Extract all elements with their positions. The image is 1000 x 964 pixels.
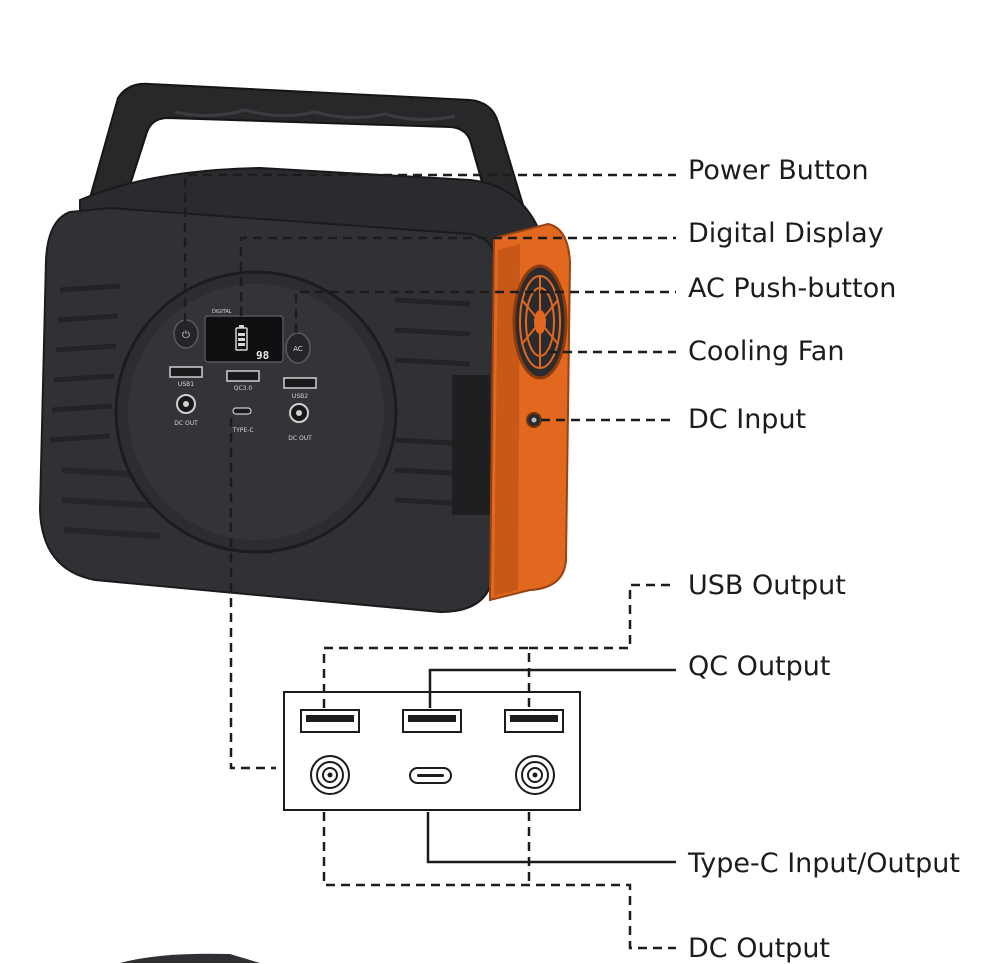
leader-qc-output bbox=[428, 668, 676, 708]
usb-port-right bbox=[504, 709, 564, 733]
leader-dc-output bbox=[322, 812, 676, 950]
leader-digital-display bbox=[239, 236, 676, 316]
type-c-port bbox=[409, 767, 452, 784]
body-usb-ports: USB1 QC3.0 USB2 bbox=[169, 366, 317, 400]
port-detail-box bbox=[283, 691, 581, 811]
type-c-label: TYPE-C bbox=[231, 427, 253, 434]
front-panel: ⏻ DIGITAL 98 AC USB1 QC3.0 bbox=[169, 309, 317, 442]
leader-body-to-box bbox=[229, 418, 276, 770]
display-tag: DIGITAL bbox=[212, 309, 232, 315]
label-dc-output: DC Output bbox=[688, 933, 831, 964]
cropped-product-edge bbox=[120, 953, 260, 963]
label-power-button: Power Button bbox=[688, 155, 869, 186]
leader-type-c bbox=[426, 812, 676, 864]
dc-port-left bbox=[310, 755, 350, 795]
dc-out-left-label: DC OUT bbox=[174, 420, 198, 427]
lcd-reading: 98 bbox=[256, 349, 269, 362]
label-usb-output: USB Output bbox=[688, 570, 846, 601]
label-qc-output: QC Output bbox=[688, 651, 831, 682]
usb1-label: USB1 bbox=[178, 381, 194, 388]
usb-port-left bbox=[300, 709, 360, 733]
qc3-label: QC3.0 bbox=[234, 385, 253, 392]
leader-usb-output bbox=[322, 583, 676, 708]
power-station-body bbox=[38, 166, 542, 614]
leader-lines bbox=[183, 173, 676, 950]
label-ac-push-button: AC Push-button bbox=[688, 273, 897, 304]
label-type-c: Type-C Input/Output bbox=[688, 848, 960, 879]
label-dc-input: DC Input bbox=[688, 404, 807, 435]
cooling-fan bbox=[512, 264, 568, 380]
battery-icon bbox=[235, 325, 248, 351]
dc-input-jack bbox=[526, 412, 542, 428]
dc-port-right bbox=[515, 755, 555, 795]
dc-out-right-label: DC OUT bbox=[288, 435, 312, 442]
power-button: ⏻ bbox=[173, 319, 199, 349]
ac-label: AC bbox=[293, 345, 303, 353]
leader-power-button bbox=[183, 173, 676, 322]
label-cooling-fan: Cooling Fan bbox=[688, 336, 845, 367]
label-digital-display: Digital Display bbox=[688, 218, 884, 249]
digital-display: DIGITAL 98 bbox=[204, 309, 284, 363]
body-dc-ports: DC OUT TYPE-C DC OUT bbox=[174, 394, 312, 442]
ac-push-button: AC bbox=[285, 332, 311, 364]
qc-port bbox=[402, 709, 462, 733]
usb2-label: USB2 bbox=[292, 393, 308, 400]
power-symbol: ⏻ bbox=[182, 330, 190, 341]
